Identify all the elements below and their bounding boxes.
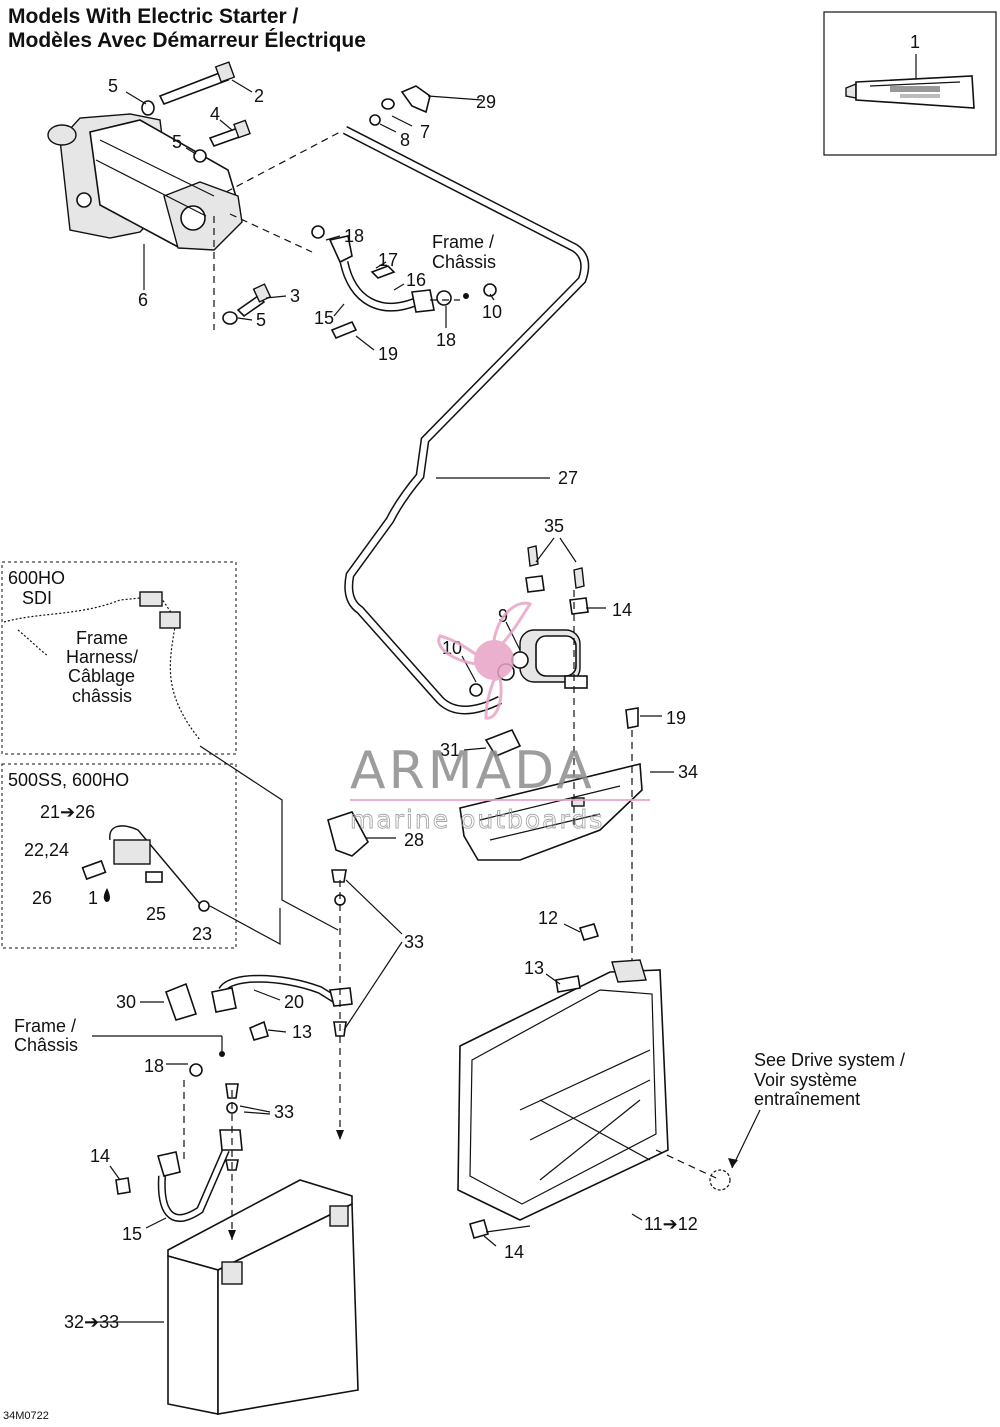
- label-33a: 33: [404, 932, 424, 952]
- label-31: 31: [440, 740, 460, 760]
- label-30: 30: [116, 992, 136, 1012]
- drive-note-line1: See Drive system /: [754, 1050, 905, 1070]
- lubricant-drop-icon: [103, 888, 110, 902]
- variant-box-500ss-600ho: 500SS, 600HO: [1, 763, 237, 949]
- label-5b: 5: [172, 132, 182, 152]
- label-22-24: 22,24: [24, 840, 69, 860]
- label-8: 8: [400, 130, 410, 150]
- label-35: 35: [544, 516, 564, 536]
- label-15b: 15: [122, 1224, 142, 1244]
- alignment-lines: [183, 131, 717, 1240]
- variant-a-line1: 600HO: [8, 568, 65, 588]
- inset-box-part-1: 1: [823, 11, 997, 156]
- label-1-drop: 1: [88, 888, 98, 908]
- label-13a: 13: [524, 958, 544, 978]
- label-25: 25: [146, 904, 166, 924]
- drive-system-part: [709, 1169, 731, 1191]
- starter-cable: [311, 225, 497, 340]
- battery-cables: [115, 869, 353, 1222]
- label-19a: 19: [378, 344, 398, 364]
- long-cable-27: [342, 125, 590, 715]
- label-26: 26: [32, 888, 52, 908]
- label-23: 23: [192, 924, 212, 944]
- battery-bracket: [459, 707, 643, 861]
- frame-note-left-line1: Frame /: [14, 1016, 76, 1036]
- label-14a: 14: [612, 600, 632, 620]
- label-2: 2: [254, 86, 264, 106]
- label-28: 28: [404, 830, 424, 850]
- label-3: 3: [290, 286, 300, 306]
- label-18c: 18: [144, 1056, 164, 1076]
- lubricant-tube-icon: [845, 75, 975, 109]
- frame-note-left-line2: Châssis: [14, 1035, 78, 1055]
- label-21-26: 21➔26: [40, 802, 95, 822]
- frame-note-top-line1: Frame /: [432, 232, 494, 252]
- propeller-logo-icon: [437, 601, 533, 720]
- variant-b-line1: 500SS, 600HO: [8, 770, 129, 790]
- harness-line1: Frame: [76, 628, 128, 648]
- label-18a: 18: [344, 226, 364, 246]
- diagram-title-line1: Models With Electric Starter /: [8, 5, 299, 28]
- label-part-1: 1: [910, 32, 920, 52]
- battery-tray: [457, 923, 669, 1239]
- variant-a-line2: SDI: [22, 588, 52, 608]
- battery: [167, 1179, 359, 1415]
- label-14c: 14: [504, 1242, 524, 1262]
- watermark-brand: ARMADA: [350, 741, 595, 801]
- label-11-12: 11➔12: [644, 1214, 698, 1234]
- variant-box-600ho-sdi: 600HO SDI Frame Harness/ Câblage châssis: [1, 561, 237, 755]
- label-10a: 10: [482, 302, 502, 322]
- label-14b: 14: [90, 1146, 110, 1166]
- armada-watermark: ARMADA marine outboards: [350, 601, 650, 834]
- part-labels: 5 2 4 5 29 8 7 18 17 16 6 3 5 15 18 10 1…: [24, 76, 698, 1332]
- harness-line2: Harness/: [66, 647, 138, 667]
- watermark-tagline: marine outboards: [350, 805, 604, 834]
- label-27: 27: [558, 468, 578, 488]
- label-18b: 18: [436, 330, 456, 350]
- label-7: 7: [420, 122, 430, 142]
- label-32-33: 32➔33: [64, 1312, 119, 1332]
- figure-code: 34M0722: [3, 1410, 49, 1422]
- starter-fasteners: [141, 61, 431, 325]
- label-19b: 19: [666, 708, 686, 728]
- label-20: 20: [284, 992, 304, 1012]
- harness-line4: châssis: [72, 686, 132, 706]
- label-4: 4: [210, 104, 220, 124]
- label-29: 29: [476, 92, 496, 112]
- label-17: 17: [378, 250, 398, 270]
- label-5c: 5: [256, 310, 266, 330]
- diagram-title-line2: Modèles Avec Démarreur Électrique: [8, 29, 366, 52]
- label-5a: 5: [108, 76, 118, 96]
- drive-note-line3: entraînement: [754, 1089, 860, 1109]
- drive-note-line2: Voir système: [754, 1070, 857, 1090]
- harness-line3: Câblage: [68, 666, 135, 686]
- label-13b: 13: [292, 1022, 312, 1042]
- label-34: 34: [678, 762, 698, 782]
- label-6: 6: [138, 290, 148, 310]
- starter-motor: [47, 113, 243, 251]
- label-12: 12: [538, 908, 558, 928]
- label-15a: 15: [314, 308, 334, 328]
- frame-note-top-line2: Châssis: [432, 252, 496, 272]
- label-33b: 33: [274, 1102, 294, 1122]
- terminal-cap: [327, 811, 370, 857]
- label-16: 16: [406, 270, 426, 290]
